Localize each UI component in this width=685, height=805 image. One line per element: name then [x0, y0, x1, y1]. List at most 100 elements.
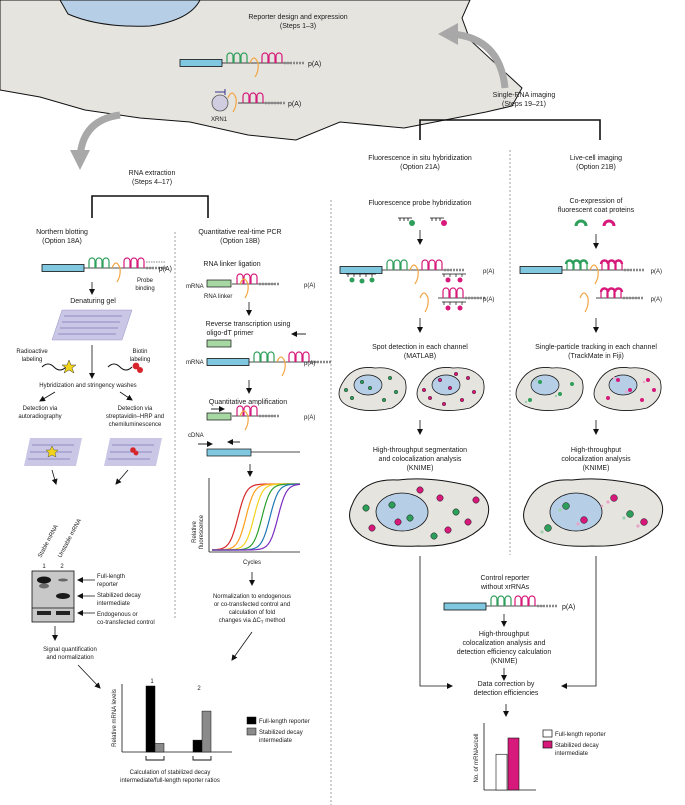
signal-quant-1: Signal quantification	[43, 647, 97, 653]
endogenous-1: Endogenous or	[97, 612, 138, 618]
top-cell	[0, 0, 523, 141]
qpcr-mrna-2: mRNA	[186, 360, 204, 366]
live-cell-magenta	[593, 367, 662, 411]
radioactive-probe-icon	[41, 363, 67, 371]
signal-quant-2: and normalization	[46, 655, 93, 661]
eff-1: High-throughput	[479, 631, 529, 638]
amp-curve-1	[211, 483, 300, 551]
live-title: Live-cell imaging	[570, 155, 622, 162]
bar1-xlabel-2: intermediate/full-length reporter ratios	[120, 778, 220, 784]
probe-binding-2: binding	[135, 286, 154, 292]
bar-chart-imaging	[483, 723, 536, 791]
bracket-rna-extraction	[91, 195, 209, 218]
imaging-title: Single-RNA imaging	[493, 92, 556, 99]
gray-arrow-right	[451, 30, 509, 89]
rt-1: Reverse transcription using	[206, 321, 291, 328]
correction-1: Data correction by	[478, 681, 535, 688]
eff-4: (KNIME)	[491, 658, 518, 665]
radioactive-1: Radioactive	[16, 349, 48, 355]
bar1-full-1	[145, 685, 156, 753]
amp-curve-3	[212, 483, 300, 551]
fish-ht-2: and colocalization analysis	[379, 456, 462, 463]
legend1-swatch-full	[246, 716, 257, 725]
bar1-cat-1: 1	[150, 679, 154, 685]
legend1-swatch-stab	[246, 727, 257, 736]
detect-strep-2: streptavidin–HRP and	[106, 414, 164, 420]
fish-ht-1: High-throughput segmentation	[373, 447, 467, 454]
biotin-2: labeling	[130, 357, 151, 363]
bar2-full	[495, 753, 508, 791]
reporter-title: Reporter design and expression	[248, 14, 347, 21]
legend2-swatch-stab	[542, 740, 553, 749]
bracket-imaging	[419, 119, 601, 140]
qpcr-title: Quantitative real-time PCR	[198, 229, 281, 236]
live-spt-1: Single-particle tracking in each channel	[535, 344, 657, 351]
fish-cell-green	[338, 367, 407, 411]
fish-probe-hyb: Fluorescence probe hybridization	[368, 200, 471, 207]
xrn1-label: XRN1	[211, 117, 228, 123]
green-coat-protein-icon	[574, 219, 588, 227]
bar1-ylabel: Relative mRNA levels	[112, 689, 118, 747]
detect-auto-2: autoradiography	[18, 414, 61, 420]
bar-chart-northern: 1 2	[121, 679, 232, 761]
legend2-label-stab-1: Stabilized decay	[555, 743, 599, 749]
northern-title: Northern blotting	[36, 229, 88, 236]
rna-linker-box	[206, 279, 232, 288]
live-cell-green	[515, 367, 584, 411]
amp-curve-2	[212, 483, 300, 551]
biotin-1: Biotin	[132, 349, 147, 355]
polyA-label-top: p(A)	[308, 61, 321, 68]
reporter-steps: (Steps 1–3)	[280, 23, 316, 30]
amp-linker-box	[206, 412, 232, 421]
control-reporter	[443, 595, 558, 611]
fish-ht-3: (KNIME)	[407, 465, 434, 472]
fish-polyA-1: p(A)	[483, 269, 494, 275]
qpcr-polyA-1: p(A)	[304, 283, 315, 289]
hybridization: Hybridization and stringency washes	[39, 383, 136, 389]
amplification-chart	[208, 478, 301, 553]
stabilized-2: intermediate	[97, 601, 131, 607]
bar1-cat-2: 2	[197, 686, 201, 692]
bar2-ylabel: No. of mRNAs/cell	[474, 733, 480, 782]
stabilized-1: Stabilized decay	[97, 593, 141, 599]
norm-2: or co-transfected control and	[214, 602, 290, 608]
fish-polyA-2: p(A)	[483, 297, 494, 303]
control-title-1: Control reporter	[480, 575, 530, 582]
live-spt-2: (TrackMate in Fiji)	[568, 353, 624, 360]
polyA-label-top2: p(A)	[288, 101, 301, 108]
legend1-label-full: Full-length reporter	[259, 719, 310, 725]
radioactive-2: labeling	[22, 357, 43, 363]
eff-3: detection efficiency calculation	[457, 649, 552, 656]
amp-xlabel: Cycles	[243, 560, 261, 566]
amp-curve-4	[212, 483, 300, 551]
amp-curve-6	[212, 483, 301, 551]
denaturing-gel: Denaturing gel	[70, 298, 116, 305]
biotin-probe-icon	[107, 363, 133, 371]
xrn1-rna	[227, 92, 237, 113]
norm-1: Normalization to endogenous	[213, 594, 291, 600]
imaging-steps: (Steps 19–21)	[502, 101, 546, 108]
northern-option: (Option 18A)	[42, 238, 82, 245]
rt-linker-box	[206, 339, 232, 348]
qpcr-reporter-3	[230, 404, 282, 418]
legend2-label-stab-2: intermediate	[555, 751, 589, 757]
rna-extraction-title: RNA extraction	[129, 170, 176, 177]
northern-polyA: p(A)	[159, 266, 172, 273]
live-ht-2: colocalization analysis	[561, 456, 631, 463]
rna-linker-label: RNA linker	[204, 294, 232, 300]
rna-extraction-steps: (Steps 4–17)	[132, 179, 172, 186]
cdna-label: cDNA	[188, 433, 204, 439]
control-title-2: without xrRNAs	[480, 584, 530, 591]
detect-auto-1: Detection via	[23, 406, 58, 412]
lane-1-label: 1	[42, 564, 46, 570]
endogenous-2: co-transfected control	[97, 620, 155, 626]
legend1-label-stab-2: intermediate	[259, 738, 293, 744]
qpcr-polyA-3: p(A)	[304, 415, 315, 421]
radioactive-star-icon	[61, 359, 77, 374]
live-ht-1: High-throughput	[571, 447, 621, 454]
detect-strep-3: chemiluminescence	[109, 422, 162, 428]
qpcr-reporter-1	[230, 272, 282, 286]
stable-mrna-label: Stable mRNA	[37, 524, 59, 559]
bar2-stab	[507, 737, 520, 791]
eff-2: colocalization analysis and	[463, 640, 546, 647]
